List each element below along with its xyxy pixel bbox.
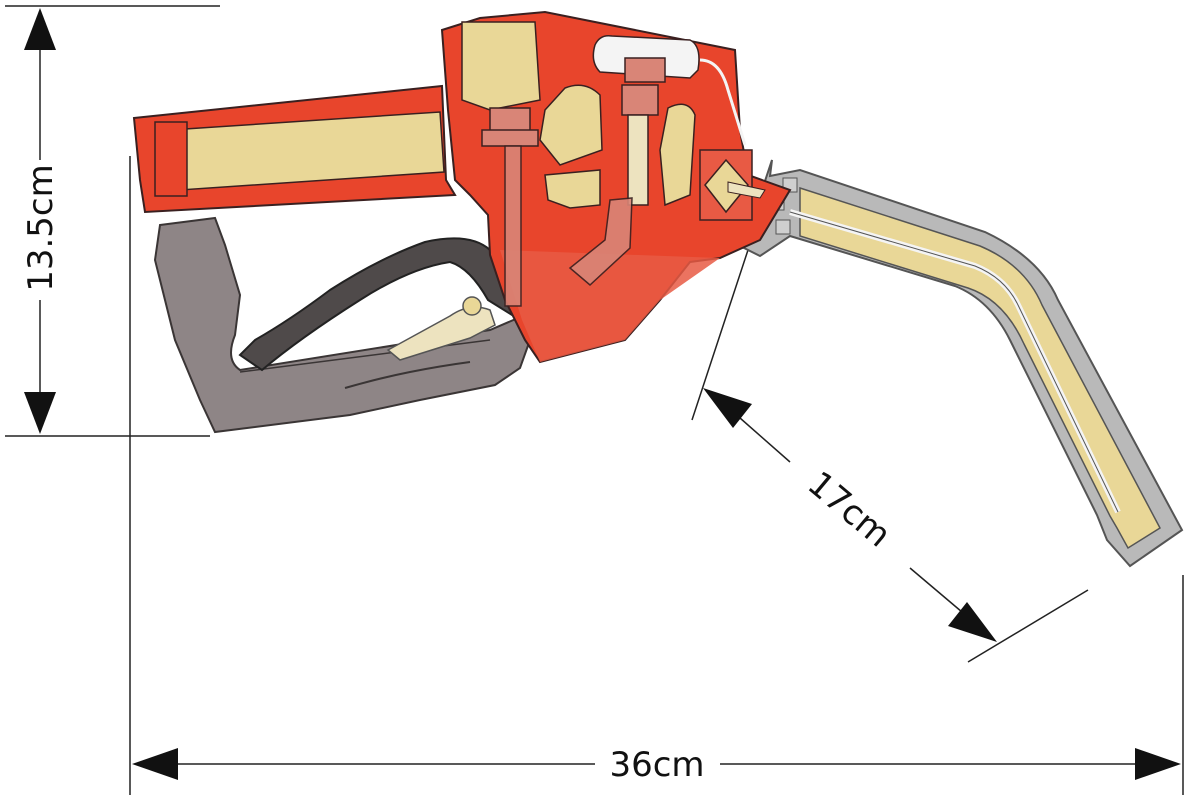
width-arrow-right	[1135, 748, 1181, 780]
height-dimension	[5, 5, 220, 437]
width-dimension	[129, 156, 1184, 795]
spout-dim-line-lower	[909, 567, 963, 613]
nozzle-body	[132, 10, 792, 364]
check-valve	[704, 158, 749, 214]
spout-arrow-upper	[703, 388, 752, 428]
lever-guard-spring	[344, 361, 471, 389]
height-label: 13.5cm	[21, 164, 61, 292]
valve-stem	[627, 114, 649, 206]
latch-pivot	[462, 296, 482, 316]
lever-guard	[153, 216, 532, 434]
vent-cap	[592, 34, 700, 79]
spout-arrow-lower	[948, 602, 997, 642]
outlet-chamber	[659, 103, 696, 207]
width-label: 36cm	[609, 745, 704, 785]
spout-fitting-3	[775, 219, 791, 235]
valve-chamber-lower	[544, 169, 601, 209]
height-arrow-top	[24, 8, 56, 50]
width-arrow-left	[132, 748, 178, 780]
upper-chamber	[461, 21, 541, 111]
spout-label: 17cm	[800, 464, 899, 556]
spout-dimension	[691, 249, 1089, 663]
spout-dim-line-upper	[739, 417, 791, 463]
stem-linkage	[568, 197, 633, 287]
handle-end-cap	[154, 121, 188, 197]
vent-tube	[699, 58, 747, 146]
actuator-rod	[504, 145, 522, 307]
valve-poppet	[624, 57, 666, 83]
height-arrow-bottom	[24, 392, 56, 434]
valve-chamber-left	[539, 84, 603, 166]
spout	[738, 159, 1184, 568]
